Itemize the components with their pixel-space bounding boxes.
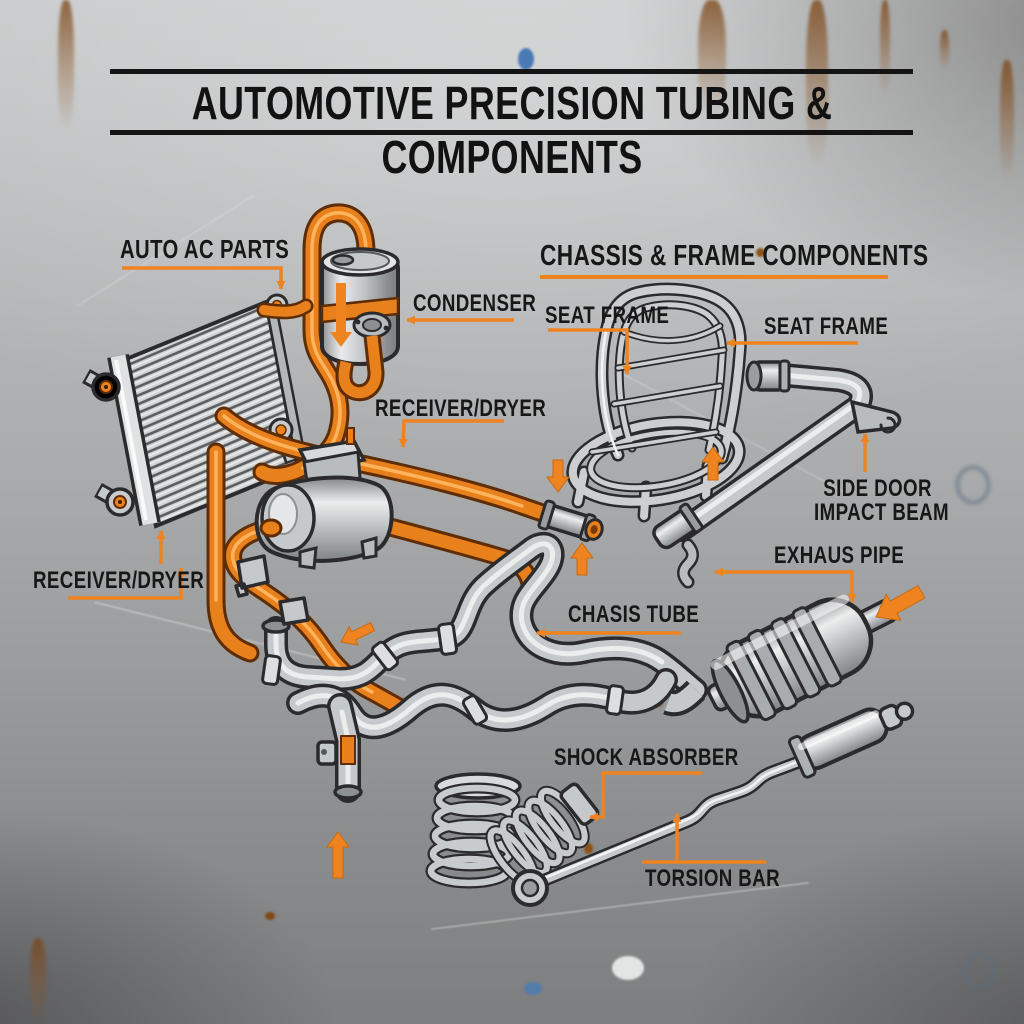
arrow-diagonal-large — [875, 584, 926, 622]
title-rule-top — [110, 69, 913, 74]
title-text: AUTOMOTIVE PRECISION TUBING & COMPONENTS — [191, 77, 833, 183]
ac-line — [252, 203, 376, 485]
drop-tube — [316, 693, 363, 803]
label-chassis-tube: CHASIS TUBE — [568, 601, 736, 628]
beam-end-cap — [745, 359, 791, 393]
leader-shock-absorber — [589, 771, 702, 822]
line-end-fitting — [537, 499, 604, 543]
label-condenser: CONDENSER — [413, 290, 571, 317]
label-chassis-tube-text: CHASIS TUBE — [568, 601, 700, 628]
radiator-fitting — [82, 369, 121, 402]
label-exhaust-pipe: EXHAUS PIPE — [774, 542, 941, 569]
label-side-door-line2: IMPACT BEAM — [814, 499, 950, 527]
arrow-diagonal-small — [340, 621, 376, 646]
label-seat-frame-left: SEAT FRAME — [545, 302, 704, 329]
condenser-canister — [320, 247, 400, 402]
leader-receiver-dryer-lower — [68, 567, 186, 600]
heading-auto-ac-parts: AUTO AC PARTS — [120, 236, 337, 263]
beam-bracket — [849, 399, 902, 434]
title-rule-bottom — [110, 130, 913, 135]
arrow-up — [701, 446, 725, 481]
seat-frame — [566, 282, 747, 523]
label-receiver-dryer-lower-text: RECEIVER/DRYER — [33, 567, 205, 594]
label-torsion-bar: TORSION BAR — [645, 865, 818, 892]
label-seat-frame-right: SEAT FRAME — [764, 313, 923, 340]
beam-lower-end — [652, 502, 704, 550]
label-condenser-text: CONDENSER — [413, 290, 537, 317]
leader-lines — [68, 266, 888, 864]
radiator-fitting — [94, 483, 135, 517]
heading-auto-ac-parts-text: AUTO AC PARTS — [120, 234, 290, 264]
tube-couplings — [261, 622, 625, 726]
coil-spring-vertical — [425, 772, 522, 889]
flow-arrow-down — [330, 283, 352, 347]
ac-line — [206, 442, 260, 663]
chassis-tubes — [234, 531, 708, 803]
label-torsion-bar-text: TORSION BAR — [645, 865, 781, 892]
label-receiver-dryer-upper: RECEIVER/DRYER — [375, 395, 594, 422]
heading-chassis-frame-text: CHASSIS & FRAME COMPONENTS — [540, 240, 929, 272]
ac-line — [354, 510, 540, 594]
tube-clamp — [316, 740, 338, 766]
leader-auto-ac-parts — [122, 266, 286, 290]
label-shock-absorber: SHOCK ABSORBER — [554, 744, 791, 771]
label-exhaust-pipe-text: EXHAUS PIPE — [774, 542, 905, 569]
arrow-up — [570, 542, 594, 576]
muffler — [663, 594, 898, 724]
exhaust-hanger — [677, 538, 699, 589]
chassis-tube-upper — [264, 531, 708, 702]
label-seat-frame-left-text: SEAT FRAME — [545, 302, 670, 329]
label-side-door-line1: SIDE DOOR — [823, 475, 932, 502]
label-receiver-dryer-upper-text: RECEIVER/DRYER — [375, 395, 547, 422]
receiver-dryer-tank — [254, 427, 394, 570]
leader-seat-frame-left — [548, 328, 632, 375]
arrow-down — [546, 459, 570, 493]
label-shock-absorber-text: SHOCK ABSORBER — [554, 744, 739, 771]
label-side-door-impact-beam: SIDE DOOR IMPACT BEAM — [795, 475, 960, 527]
shock-absorber-body — [787, 701, 915, 779]
leader-receiver-dryer-upper — [398, 419, 504, 448]
page-title: AUTOMOTIVE PRECISION TUBING & COMPONENTS — [62, 76, 962, 184]
flow-arrows — [326, 446, 926, 879]
heading-chassis-frame: CHASSIS & FRAME COMPONENTS — [540, 240, 1024, 272]
side-door-impact-beam — [652, 359, 902, 589]
leader-exhaust-down — [847, 570, 857, 603]
label-receiver-dryer-lower: RECEIVER/DRYER — [33, 567, 252, 594]
torsion-bar — [511, 701, 915, 907]
label-seat-frame-right-text: SEAT FRAME — [764, 313, 889, 340]
orange-line-clamps — [234, 554, 310, 626]
arrow-up — [326, 831, 350, 879]
